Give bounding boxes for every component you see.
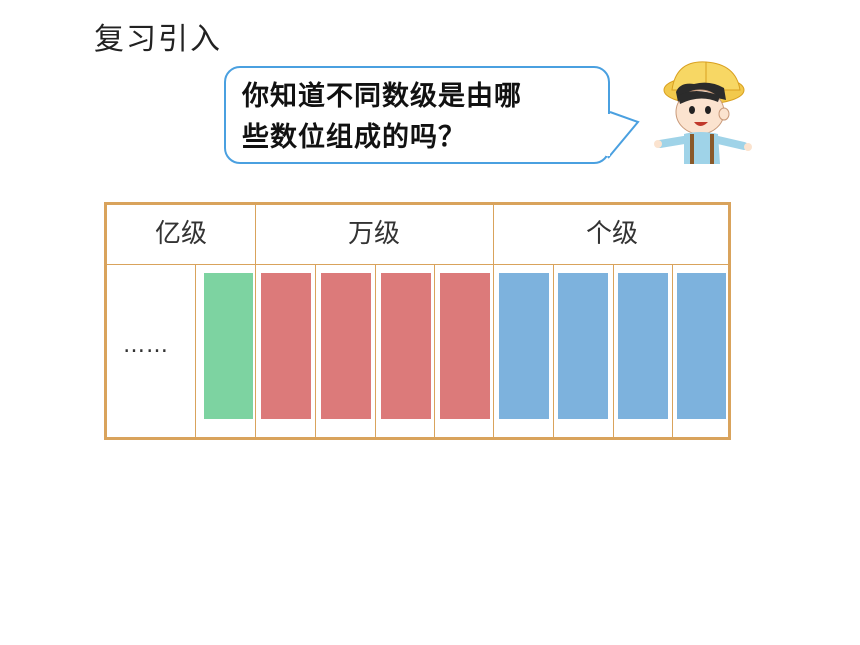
divider-wan-ge bbox=[493, 205, 494, 437]
divider-col bbox=[315, 264, 316, 437]
bubble-line-1: 你知道不同数级是由哪 bbox=[242, 81, 522, 112]
digit-slot-ge-3 bbox=[618, 273, 668, 419]
digit-slot-wan-4 bbox=[440, 273, 490, 419]
speech-bubble: 你知道不同数级是由哪 些数位组成的吗？ bbox=[224, 66, 610, 164]
digit-slot-yi bbox=[204, 273, 253, 419]
divider-col bbox=[613, 264, 614, 437]
divider-col bbox=[672, 264, 673, 437]
bubble-line-2: 些数位组成的吗？ bbox=[242, 122, 466, 153]
cartoon-boy-icon bbox=[654, 61, 752, 164]
header-yi-ji: 亿级 bbox=[154, 219, 207, 249]
header-wan-ji: 万级 bbox=[347, 219, 400, 249]
divider-ellipsis bbox=[195, 264, 196, 437]
bubble-text: 你知道不同数级是由哪 些数位组成的吗？ bbox=[242, 76, 602, 158]
digit-slot-wan-3 bbox=[381, 273, 431, 419]
header-ge-ji: 个级 bbox=[585, 219, 638, 249]
ellipsis: …… bbox=[123, 333, 169, 358]
divider-col bbox=[375, 264, 376, 437]
bubble-tail bbox=[606, 111, 640, 159]
digit-slot-wan-2 bbox=[321, 273, 371, 419]
digit-slot-wan-1 bbox=[261, 273, 311, 419]
header-divider bbox=[107, 264, 728, 265]
divider-col bbox=[553, 264, 554, 437]
digit-slot-ge-2 bbox=[558, 273, 608, 419]
divider-yi-wan bbox=[255, 205, 256, 437]
digit-slot-ge-1 bbox=[499, 273, 549, 419]
page-title: 复习引入 bbox=[94, 22, 222, 57]
place-value-table: 亿级 万级 个级 …… bbox=[104, 202, 731, 440]
digit-slot-ge-4 bbox=[677, 273, 726, 419]
divider-col bbox=[434, 264, 435, 437]
